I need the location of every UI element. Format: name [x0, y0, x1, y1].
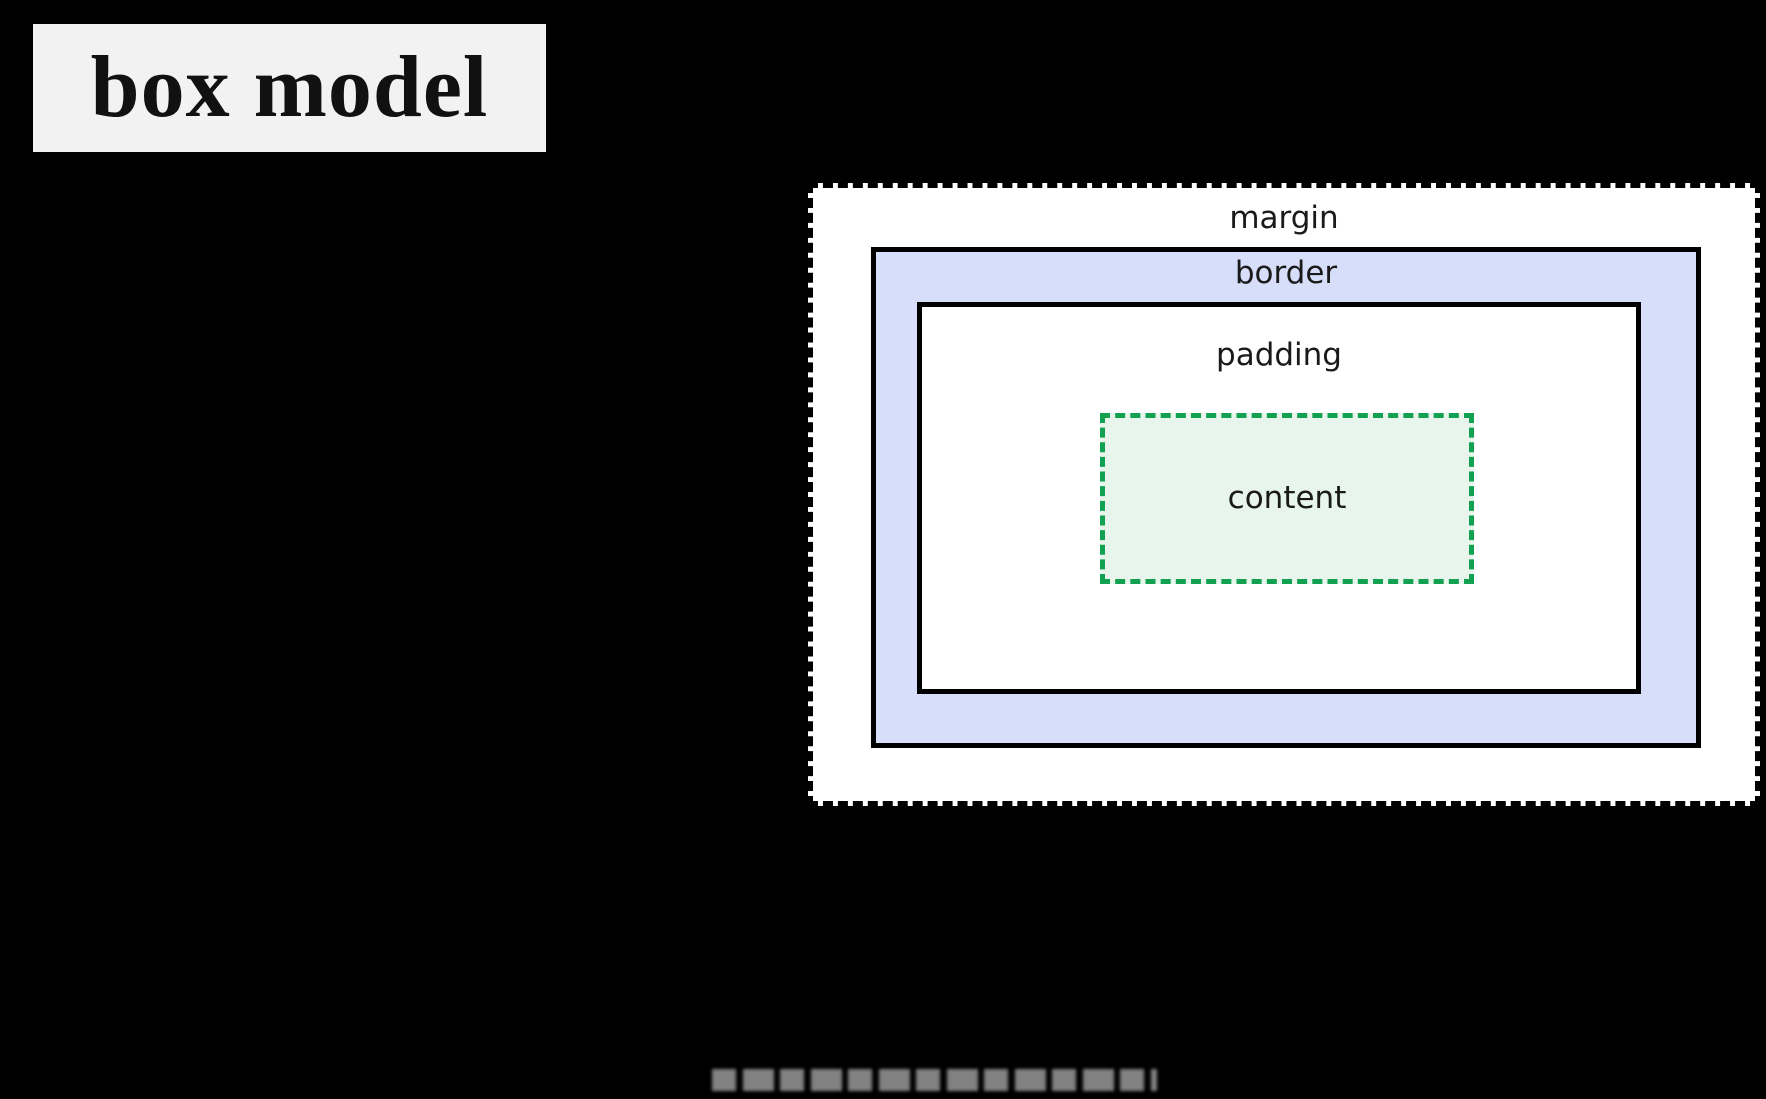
margin-label: margin	[1229, 200, 1339, 236]
clipped-watermark-text	[712, 1069, 1157, 1099]
slide-title-plate: box model	[33, 24, 546, 152]
border-box: border padding content	[871, 247, 1701, 748]
margin-box: margin border padding content	[808, 183, 1760, 806]
slide-title: box model	[90, 39, 489, 136]
border-label: border	[1234, 255, 1338, 291]
padding-box: padding content	[917, 302, 1641, 694]
padding-label: padding	[1216, 337, 1342, 373]
content-box: content	[1100, 413, 1474, 584]
content-label: content	[1227, 479, 1347, 516]
